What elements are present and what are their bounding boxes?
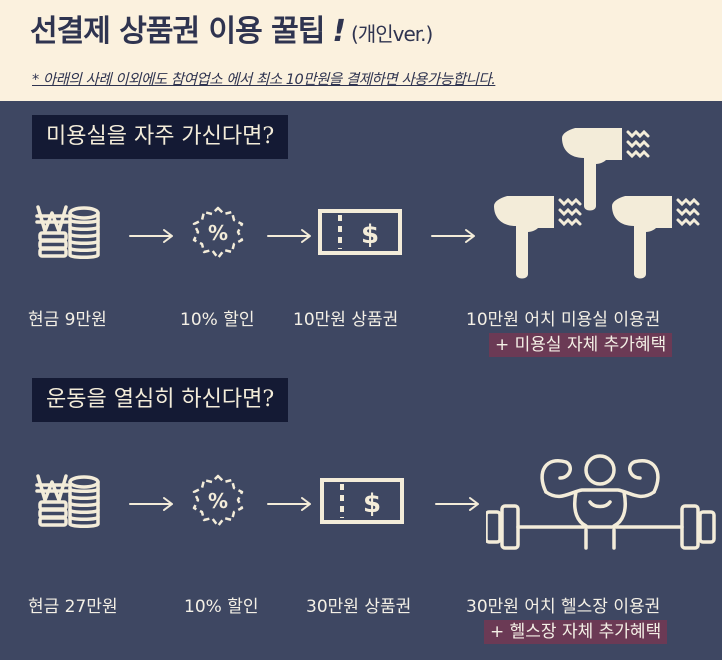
bonus-badge: + 미용실 자체 추가혜택 (489, 333, 673, 357)
arrow-right-icon (129, 497, 173, 511)
voucher-label: 30만원 상품권 (306, 597, 412, 617)
arrow-right-icon (129, 229, 173, 243)
voucher-ticket-icon (320, 478, 404, 524)
bodybuilder-dumbbell-icon (486, 454, 716, 550)
percent-badge-icon (192, 474, 244, 528)
notice-text: * 아래의 사례 이외에도 참여업소 에서 최소 10만원을 결제하면 사용가능… (32, 72, 496, 88)
won-coins-icon (35, 205, 100, 259)
result-label: 30만원 어치 헬스장 이용권 (466, 597, 661, 617)
section-tag-gym: 운동을 열심히 하신다면? (32, 378, 289, 422)
section-tag-hair-salon: 미용실을 자주 가신다면? (32, 115, 289, 159)
arrow-right-icon (431, 229, 475, 243)
voucher-label: 10만원 상품권 (293, 310, 399, 330)
title-exclamation: ! (332, 14, 346, 49)
won-coins-icon (35, 474, 100, 528)
cash-label: 현금 27만원 (28, 597, 118, 617)
title-subtitle: (개인ver.) (351, 22, 433, 46)
arrow-right-icon (267, 497, 311, 511)
arrow-right-icon (267, 229, 311, 243)
title-main: 선결제 상품권 이용 꿀팁 (30, 14, 325, 49)
bonus-badge: + 헬스장 자체 추가혜택 (484, 620, 668, 644)
arrow-right-icon (435, 497, 479, 511)
page-title: 선결제 상품권 이용 꿀팁!(개인ver.) (30, 6, 433, 50)
percent-badge-icon (192, 206, 244, 260)
result-label: 10만원 어치 미용실 이용권 (466, 310, 661, 330)
cash-label: 현금 9만원 (28, 310, 107, 330)
header-banner: 선결제 상품권 이용 꿀팁!(개인ver.) * 아래의 사례 이외에도 참여업… (0, 0, 722, 101)
hair-dryer-icon (494, 196, 582, 280)
discount-label: 10% 할인 (184, 597, 259, 617)
hair-dryer-icon (612, 196, 700, 280)
voucher-ticket-icon (318, 209, 402, 255)
discount-label: 10% 할인 (180, 310, 255, 330)
